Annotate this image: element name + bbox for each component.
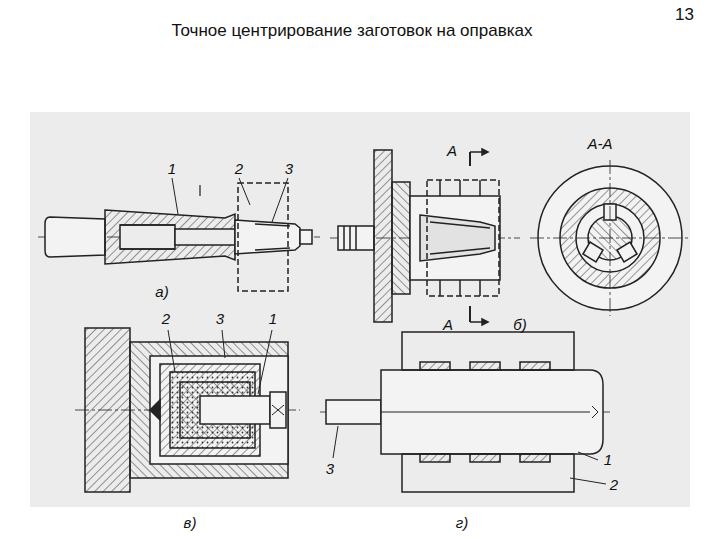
collet-chuck-b — [330, 149, 520, 325]
figure-letter: в) — [184, 515, 197, 530]
hydroplast-mandrel-c — [75, 328, 300, 492]
mandrel-a — [38, 178, 320, 291]
callout-number: 3 — [285, 161, 293, 176]
ball-mandrel-d — [320, 332, 610, 492]
callout-number: 1 — [604, 452, 612, 467]
section-mark: А — [443, 317, 453, 332]
section-mark: А — [447, 143, 457, 158]
figure-letter: а) — [155, 284, 168, 299]
scan-ground — [30, 112, 690, 507]
section-a-a — [530, 160, 690, 316]
section-title: А-А — [587, 136, 612, 151]
page-number: 13 — [675, 5, 694, 25]
callout-number: 3 — [216, 311, 224, 326]
callout-number: 3 — [326, 461, 334, 476]
callout-number: 2 — [235, 161, 243, 176]
figure-letter: г) — [456, 515, 468, 530]
callout-number: 2 — [162, 311, 170, 326]
callout-number: 2 — [610, 477, 618, 492]
figure-letter: б) — [513, 317, 526, 332]
slide-title: Точное центрирование заготовок на оправк… — [171, 21, 532, 41]
callout-number: 1 — [269, 311, 277, 326]
callout-number: 1 — [168, 161, 176, 176]
